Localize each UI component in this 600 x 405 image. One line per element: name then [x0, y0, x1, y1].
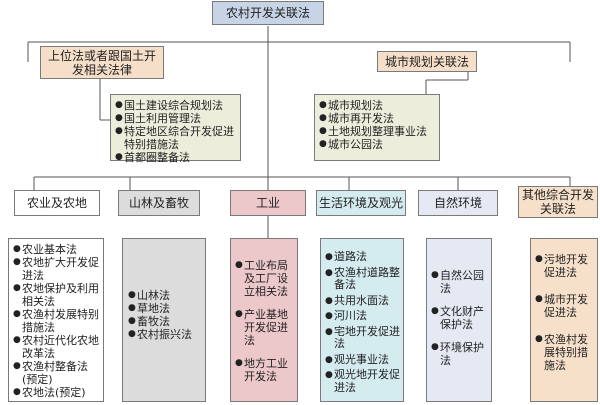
list-item: ●观光事业法 [325, 352, 389, 366]
list-item: ●首都圈整备法 [115, 151, 190, 164]
list-item: ●自然公园法 [431, 269, 484, 295]
category-list-agriculture: ●农业基本法 ●农地扩大开发促进法 ●农地保护及利用相关法 ●农渔村发展特别措施… [8, 238, 104, 402]
list-item: ●农村振兴法 [128, 328, 192, 341]
category-list-living: ●道路法 ●农渔村道路整备法 ●共用水面法 ●河川法 ●宅地开发促进法 ●观光事… [320, 238, 404, 402]
category-header-other: 其他综合开发关联法 [518, 186, 598, 218]
list-item: ●特定地区综合开发促进特别措施法 [115, 125, 234, 151]
list-item: ●城市再开发法 [319, 112, 394, 125]
city-laws-box: ●城市规划法 ●城市再开发法 ●土地规划整理事业法 ●城市公园法 [314, 94, 440, 161]
list-item: ●农地扩大开发促进法 [13, 256, 99, 282]
list-item: ●农渔村发展特别措施法 [535, 333, 588, 372]
list-item: ●产业基地开发促进法 [235, 308, 288, 347]
list-item: ●国土利用管理法 [115, 112, 201, 125]
list-item: ●农地法(预定) [13, 386, 86, 399]
city-laws-list: ●城市规划法 ●城市再开发法 ●土地规划整理事业法 ●城市公园法 [318, 99, 436, 151]
upper-left-title: 上位法或者跟国土开发相关法律 [47, 48, 156, 77]
category-header-living: 生活环境及观光 [316, 190, 406, 216]
list-item: ●共用水面法 [325, 293, 389, 307]
list-item: ●污地开发促进法 [535, 253, 588, 279]
list-item: ●农渔村道路整备法 [325, 265, 400, 291]
list-item: ●地方工业开发法 [235, 357, 288, 383]
list-item: ●国土建设综合规划法 [115, 99, 223, 112]
category-list-forestry: ●山林法 ●草地法 ●畜牧法 ●农村振兴法 [122, 238, 206, 402]
list-item: ●农渔村整备法(预定) [13, 360, 88, 386]
list-item: ●城市开发促进法 [535, 293, 588, 319]
upper-right-box: 城市规划关联法 [377, 51, 477, 72]
list-item: ●工业布局及工厂设立相关法 [235, 259, 288, 298]
list-item: ●观光地开发促进法 [325, 368, 400, 394]
upper-left-box: 上位法或者跟国土开发相关法律 [40, 46, 164, 79]
list-item: ●土地规划整理事业法 [319, 125, 427, 138]
category-header-agriculture: 农业及农地 [14, 190, 100, 216]
list-item: ●宅地开发促进法 [325, 324, 400, 350]
category-list-other: ●污地开发促进法 ●城市开发促进法 ●农渔村发展特别措施法 [530, 238, 598, 402]
land-laws-list: ●国土建设综合规划法 ●国土利用管理法 ●特定地区综合开发促进特别措施法 ●首都… [114, 99, 237, 164]
root-title: 农村开发关联法 [225, 6, 310, 20]
list-item: ●环境保护法 [431, 341, 484, 367]
list-item: ●畜牧法 [128, 315, 170, 328]
category-list-nature: ●自然公园法 ●文化财产保护法 ●环境保护法 [426, 238, 492, 402]
list-item: ●农渔村发展特别措施法 [13, 308, 99, 334]
category-header-forestry: 山林及畜牧 [118, 190, 200, 216]
category-header-nature: 自然环境 [418, 190, 498, 216]
upper-right-title: 城市规划关联法 [384, 54, 469, 69]
root-box: 农村开发关联法 [212, 1, 324, 25]
category-list-industry: ●工业布局及工厂设立相关法 ●产业基地开发促进法 ●地方工业开发法 [230, 238, 298, 402]
list-item: ●城市规划法 [319, 99, 383, 112]
list-item: ●农村近代化农地改革法 [13, 334, 99, 360]
category-header-industry: 工业 [230, 190, 306, 216]
list-item: ●山林法 [128, 289, 170, 302]
list-item: ●河川法 [325, 309, 367, 322]
list-item: ●道路法 [325, 250, 367, 263]
list-item: ●文化财产保护法 [431, 305, 484, 331]
list-item: ●农地保护及利用相关法 [13, 282, 99, 308]
list-item: ●农业基本法 [13, 243, 77, 256]
land-laws-box: ●国土建设综合规划法 ●国土利用管理法 ●特定地区综合开发促进特别措施法 ●首都… [110, 94, 241, 164]
list-item: ●草地法 [128, 302, 170, 315]
list-item: ●城市公园法 [319, 138, 383, 151]
